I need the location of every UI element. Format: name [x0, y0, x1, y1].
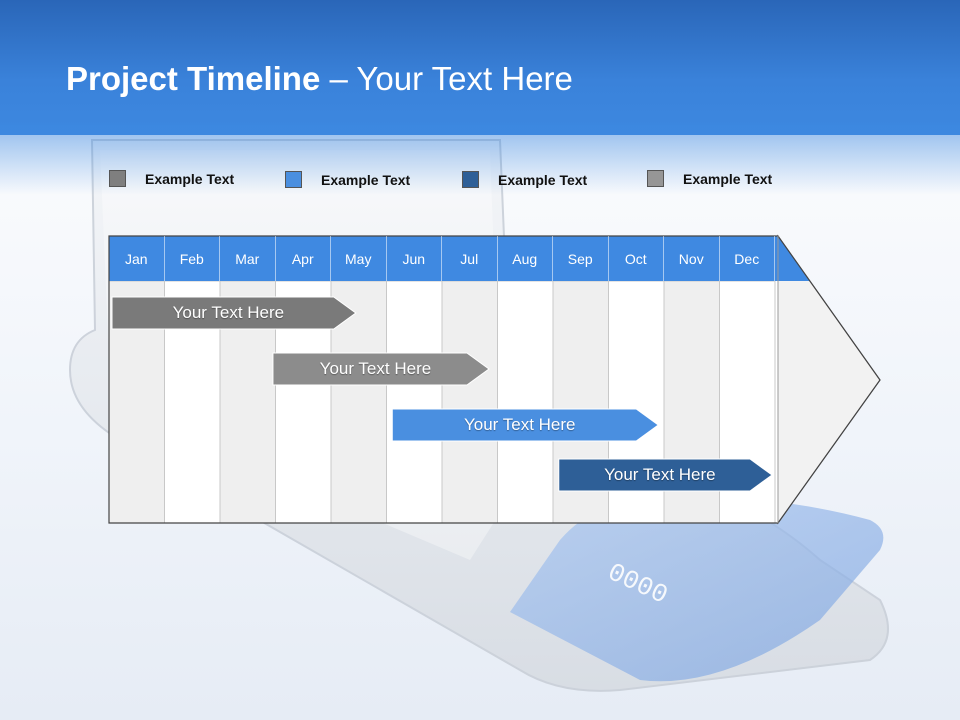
task-label-1: Your Text Here: [172, 303, 285, 322]
task-bar-1: [111, 296, 357, 330]
month-label-jul: Jul: [442, 236, 498, 281]
header-fade: [0, 125, 960, 195]
arrow-outline: [108, 235, 881, 524]
task-bar-3: [391, 408, 660, 442]
month-label-dec: Dec: [720, 236, 775, 281]
legend-label-1: Example Text: [145, 170, 235, 187]
month-label-jan: Jan: [109, 236, 165, 281]
month-label-feb: Feb: [165, 236, 220, 281]
legend-swatch-2: [285, 171, 302, 188]
month-label-jun: Jun: [387, 236, 442, 281]
timeline-tasks: [111, 296, 773, 492]
month-label-sep: Sep: [553, 236, 609, 281]
legend-item-3: Example Text: [462, 171, 587, 188]
legend-swatch-3: [462, 171, 479, 188]
legend-label-3: Example Text: [498, 171, 588, 188]
month-label-mar: Mar: [220, 236, 276, 281]
card-shape: 0000: [510, 497, 884, 682]
legend-item-4: Example Text: [647, 170, 772, 187]
month-label-may: May: [331, 236, 387, 281]
month-label-oct: Oct: [609, 236, 664, 281]
title-bold: Project Timeline: [66, 60, 321, 97]
task-label-2: Your Text Here: [319, 359, 432, 378]
legend-swatch-1: [109, 170, 126, 187]
month-column-aug: [497, 280, 554, 524]
month-label-nov: Nov: [664, 236, 720, 281]
legend-label-2: Example Text: [321, 171, 411, 188]
month-label-aug: Aug: [498, 236, 553, 281]
timeline-outline: [108, 235, 881, 524]
slide-title: Project Timeline – Your Text Here: [66, 60, 573, 98]
task-bar-2: [272, 352, 490, 386]
month-column-jun: [386, 280, 443, 524]
task-label-3: Your Text Here: [463, 415, 576, 434]
task-label-4: Your Text Here: [604, 465, 716, 484]
title-rest: – Your Text Here: [320, 60, 573, 97]
month-header-bar: [109, 236, 778, 281]
task-bar-4: [558, 458, 773, 492]
legend-swatch-4: [647, 170, 664, 187]
month-label-apr: Apr: [276, 236, 331, 281]
legend-label-4: Example Text: [683, 170, 773, 187]
legend-item-2: Example Text: [285, 171, 410, 188]
legend-item-1: Example Text: [109, 170, 234, 187]
legend: Example Text Example Text Example Text E…: [0, 170, 960, 194]
slide-header: [0, 0, 960, 135]
month-column-jul: [441, 280, 498, 524]
